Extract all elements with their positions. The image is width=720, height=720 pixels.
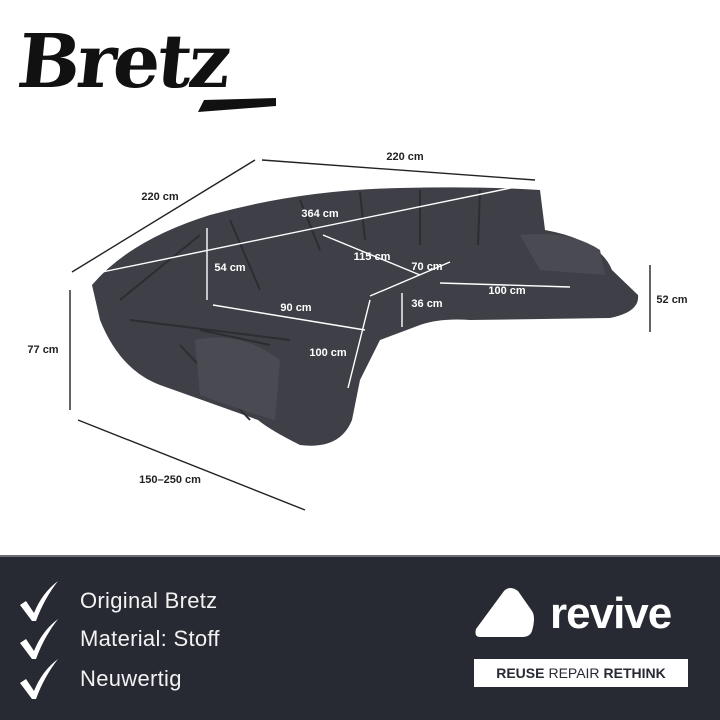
dim-seat-depth-right: 70 cm bbox=[411, 261, 443, 273]
dim-front-length: 100 cm bbox=[309, 347, 347, 359]
dim-diagonal: 364 cm bbox=[301, 208, 339, 220]
checkmark-icon bbox=[20, 619, 58, 659]
info-banner: Original Bretz Material: Stoff Neuwertig… bbox=[0, 555, 720, 720]
sofa-body bbox=[92, 187, 639, 446]
dim-seat-depth-left: 90 cm bbox=[280, 302, 312, 314]
dim-backrest-height: 54 cm bbox=[214, 262, 246, 274]
feature-item: Original Bretz bbox=[18, 579, 217, 623]
revive-logo-icon bbox=[475, 588, 534, 637]
bretz-logo: Bretz bbox=[13, 14, 276, 114]
dimension-lines bbox=[69, 159, 651, 511]
dim-seat-height: 36 cm bbox=[411, 298, 443, 310]
dim-left-width: 220 cm bbox=[141, 191, 179, 203]
sofa-illustration bbox=[69, 159, 651, 511]
dim-right-length: 100 cm bbox=[488, 285, 526, 297]
dim-top-width: 220 cm bbox=[386, 151, 424, 163]
revive-tagline: REUSE REPAIR RETHINK bbox=[474, 659, 688, 687]
feature-item: Neuwertig bbox=[18, 657, 182, 701]
revive-wordmark: revive bbox=[550, 589, 672, 638]
feature-item: Material: Stoff bbox=[18, 617, 220, 661]
dim-inner-depth: 115 cm bbox=[353, 251, 391, 263]
product-photo: Bretz 220 cm 220 cm 364 cm 54 cm 115 cm … bbox=[13, 14, 688, 511]
dim-total-height: 77 cm bbox=[27, 344, 59, 356]
dim-right-height: 52 cm bbox=[656, 294, 688, 306]
dim-variable-depth: 150–250 cm bbox=[139, 474, 201, 486]
checkmark-icon bbox=[20, 581, 58, 621]
logo-swoosh bbox=[198, 98, 276, 112]
checkmark-icon bbox=[20, 659, 58, 699]
